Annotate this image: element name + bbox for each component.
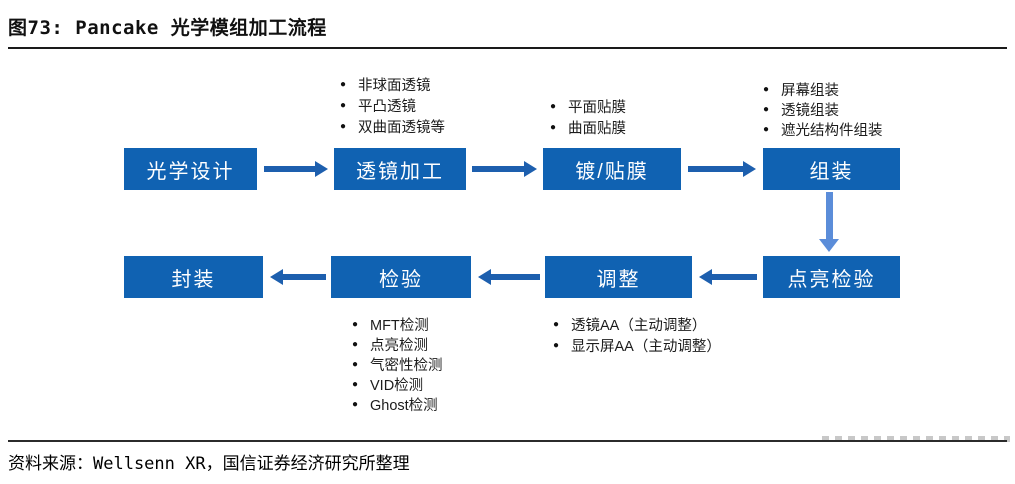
- list-item: ● 点亮检测: [352, 334, 443, 354]
- list-item-label: 显示屏AA（主动调整）: [571, 339, 721, 355]
- node-assembly: 组装: [763, 148, 900, 190]
- list-item: ● 非球面透镜: [340, 74, 445, 95]
- list-item-label: 透镜组装: [781, 102, 839, 119]
- bullet-icon: ●: [352, 338, 359, 350]
- list-item: ● 遮光结构件组装: [763, 119, 883, 139]
- list-item-label: 非球面透镜: [358, 78, 431, 94]
- arrow-left-icon: [478, 269, 540, 285]
- coating-notes: ● 平面贴膜 ● 曲面贴膜: [550, 96, 626, 138]
- list-item: ● 透镜组装: [763, 99, 883, 119]
- list-item: ● MFT检测: [352, 314, 443, 334]
- arrow-left-icon: [270, 269, 326, 285]
- source-note: 资料来源：Wellsenn XR，国信证券经济研究所整理: [8, 454, 410, 474]
- bullet-icon: ●: [352, 358, 359, 370]
- bullet-icon: ●: [763, 83, 770, 95]
- node-inspection: 检验: [331, 256, 471, 298]
- list-item-label: MFT检测: [370, 317, 429, 334]
- list-item: ● 曲面贴膜: [550, 117, 626, 138]
- list-item-label: Ghost检测: [370, 397, 438, 414]
- node-packaging: 封装: [124, 256, 263, 298]
- lens-processing-notes: ● 非球面透镜 ● 平凸透镜 ● 双曲面透镜等: [340, 74, 445, 137]
- node-coating: 镀/贴膜: [543, 148, 681, 190]
- footer-divider: [8, 440, 1007, 442]
- figure-title: 图73: Pancake 光学模组加工流程: [8, 17, 327, 39]
- assembly-notes: ● 屏幕组装 ● 透镜组装 ● 遮光结构件组装: [763, 79, 883, 139]
- list-item: ● 屏幕组装: [763, 79, 883, 99]
- bullet-icon: ●: [763, 123, 770, 135]
- arrow-right-icon: [688, 161, 756, 177]
- arrow-left-icon: [699, 269, 757, 285]
- list-item: ● 透镜AA（主动调整）: [553, 314, 721, 335]
- list-item-label: 双曲面透镜等: [358, 120, 445, 136]
- list-item: ● 双曲面透镜等: [340, 116, 445, 137]
- bullet-icon: ●: [352, 318, 359, 330]
- bullet-icon: ●: [340, 100, 347, 111]
- bullet-icon: ●: [352, 398, 359, 410]
- list-item: ● 气密性检测: [352, 354, 443, 374]
- bullet-icon: ●: [763, 103, 770, 115]
- arrow-right-icon: [264, 161, 328, 177]
- list-item: ● VID检测: [352, 374, 443, 394]
- bullet-icon: ●: [550, 122, 557, 133]
- adjustment-notes: ● 透镜AA（主动调整） ● 显示屏AA（主动调整）: [553, 314, 721, 356]
- node-lens-processing: 透镜加工: [334, 148, 466, 190]
- list-item-label: 平面贴膜: [568, 100, 626, 116]
- node-lighting-inspection: 点亮检验: [763, 256, 900, 298]
- list-item: ● 显示屏AA（主动调整）: [553, 335, 721, 356]
- watermark-artifact: [822, 436, 1010, 442]
- node-optical-design: 光学设计: [124, 148, 257, 190]
- list-item: ● Ghost检测: [352, 394, 443, 414]
- list-item: ● 平面贴膜: [550, 96, 626, 117]
- list-item-label: 平凸透镜: [358, 99, 416, 115]
- bullet-icon: ●: [550, 101, 557, 112]
- bullet-icon: ●: [340, 79, 347, 90]
- bullet-icon: ●: [340, 121, 347, 132]
- list-item-label: 屏幕组装: [781, 82, 839, 99]
- arrow-right-icon: [472, 161, 537, 177]
- list-item-label: 透镜AA（主动调整）: [571, 318, 707, 334]
- title-divider: [8, 47, 1007, 49]
- list-item-label: 曲面贴膜: [568, 121, 626, 137]
- bullet-icon: ●: [553, 340, 560, 351]
- inspection-notes: ● MFT检测 ● 点亮检测 ● 气密性检测 ● VID检测 ● Ghost检测: [352, 314, 443, 414]
- node-adjustment: 调整: [545, 256, 692, 298]
- bullet-icon: ●: [352, 378, 359, 390]
- list-item-label: 气密性检测: [370, 357, 443, 374]
- arrow-down-icon: [816, 192, 842, 252]
- bullet-icon: ●: [553, 319, 560, 330]
- list-item: ● 平凸透镜: [340, 95, 445, 116]
- list-item-label: 点亮检测: [370, 337, 428, 354]
- list-item-label: VID检测: [370, 377, 424, 394]
- list-item-label: 遮光结构件组装: [781, 122, 883, 139]
